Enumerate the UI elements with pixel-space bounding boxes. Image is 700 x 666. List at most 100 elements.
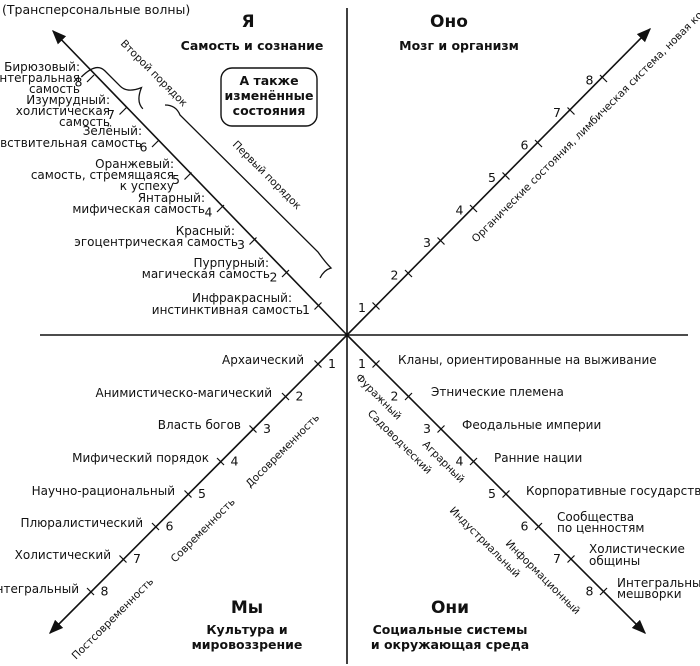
lr-level-8-line-2: мешворки — [617, 587, 682, 601]
lr-tick-3 — [437, 425, 445, 433]
ll-tick-number-2: 2 — [296, 389, 304, 404]
lower-left-diagonal-arrow — [48, 334, 348, 635]
second-order-label: Второй порядок — [118, 38, 190, 110]
lower-right-diagonal-arrow — [346, 334, 647, 635]
ll-level-4: Мифический порядок — [72, 451, 209, 465]
ul-level-1-line-2: инстинктивная самость — [152, 303, 303, 317]
altered-states-line-2: изменённые — [225, 88, 314, 103]
ul-tick-4 — [216, 204, 225, 213]
ul-tick-5 — [184, 172, 192, 180]
lr-tick-number-4: 4 — [456, 454, 464, 469]
era-postmodern: Постсовременность — [70, 576, 157, 663]
lr-tick-2 — [404, 392, 413, 401]
ur-tick-8 — [599, 74, 608, 83]
altered-states-line-3: состояния — [233, 103, 306, 118]
lr-level-3: Феодальные империи — [462, 418, 601, 432]
lr-tick-4 — [469, 457, 478, 466]
quadrant-subtitle-upper-right: Мозг и организм — [399, 38, 519, 53]
ll-tick-4 — [216, 457, 225, 466]
ul-level-5-line-3: к успеху — [120, 179, 174, 193]
ul-tick-7 — [119, 107, 127, 115]
lr-level-6-line-2: по ценностям — [557, 521, 644, 535]
ur-tick-number-5: 5 — [488, 170, 496, 185]
ul-tick-number-7: 7 — [107, 107, 115, 122]
lr-tick-5 — [502, 490, 510, 498]
ur-tick-5 — [502, 172, 510, 180]
lr-level-4: Ранние нации — [494, 451, 582, 465]
quadrant-title-lower-right: Они — [431, 598, 469, 618]
era-premodern: Досовременность — [244, 412, 322, 490]
lr-tick-number-8: 8 — [586, 584, 594, 599]
quadrant-subtitle-lower-left-2: мировоззрение — [192, 637, 303, 652]
second-order-brace — [80, 66, 144, 110]
ul-tick-8 — [86, 74, 95, 83]
ul-level-5-line-1: Оранжевый: — [95, 157, 174, 171]
upper-right-axis-label: Органические состояния, лимбическая сист… — [470, 0, 700, 245]
ul-level-3-line-1: Красный: — [176, 224, 235, 238]
upper-left-diagonal-arrow — [51, 29, 348, 336]
ul-level-3-line-2: эгоцентрическая самость — [74, 235, 238, 249]
ul-level-8-line-2: интегральная — [0, 71, 80, 85]
ul-level-1-line-1: Инфракрасный: — [192, 291, 292, 305]
ll-tick-6 — [151, 522, 160, 531]
era-modern: Современность — [169, 496, 238, 565]
lr-tick-number-5: 5 — [488, 486, 496, 501]
ul-level-8-line-1: Бирюзовый: — [4, 60, 80, 74]
first-order-brace — [164, 104, 333, 279]
lr-level-5: Корпоративные государства — [526, 484, 700, 498]
ll-tick-number-8: 8 — [101, 584, 109, 599]
ul-tick-1 — [314, 302, 322, 310]
ul-level-6-line-1: Зелёный: — [83, 124, 142, 138]
ur-tick-number-2: 2 — [391, 268, 399, 283]
ll-tick-7 — [119, 555, 127, 563]
ur-tick-1 — [372, 302, 380, 310]
quadrant-title-upper-left: Я — [241, 12, 254, 32]
quadrant-subtitle-lower-left-1: Культура и — [206, 622, 287, 637]
lr-tick-number-2: 2 — [391, 389, 399, 404]
quadrant-subtitle-lower-right-2: и окружающая среда — [371, 637, 529, 652]
ul-tick-2 — [281, 269, 290, 278]
ul-level-4-line-2: мифическая самость — [72, 202, 205, 216]
ul-level-6-line-2: чувствительная самость — [0, 136, 142, 150]
ll-tick-3 — [249, 425, 257, 433]
quadrant-title-upper-right: Оно — [430, 12, 468, 32]
ul-level-2-line-2: магическая самость — [142, 267, 270, 281]
ul-level-7-line-1: Изумрудный: — [26, 93, 110, 107]
ul-tick-number-1: 1 — [302, 302, 310, 317]
lr-level-7-line-2: общины — [589, 554, 640, 568]
ur-tick-6 — [534, 139, 543, 148]
lr-tick-7 — [567, 555, 575, 563]
ll-tick-number-6: 6 — [166, 519, 174, 534]
ul-tick-number-6: 6 — [140, 140, 148, 155]
ll-level-8: Интегральный — [0, 582, 79, 596]
ur-tick-number-6: 6 — [521, 138, 529, 153]
tick-marks — [86, 74, 608, 596]
ul-level-7-line-3: самость — [59, 115, 110, 129]
ur-tick-4 — [469, 204, 478, 213]
ll-tick-2 — [281, 392, 290, 401]
upper-left-levels: Инфракрасный: инстинктивная самость Пурп… — [0, 60, 303, 317]
lower-right-levels: Кланы, ориентированные на выживание Этни… — [398, 353, 700, 601]
quadrant-subtitle-lower-right-1: Социальные системы — [373, 622, 528, 637]
ll-level-2: Анимистическо-магический — [95, 386, 272, 400]
lr-tick-number-7: 7 — [553, 551, 561, 566]
ll-tick-1 — [314, 360, 322, 368]
ur-tick-number-1: 1 — [358, 300, 366, 315]
altered-states-line-1: А также — [239, 73, 298, 88]
ul-tick-number-2: 2 — [270, 270, 278, 285]
ul-tick-3 — [249, 237, 257, 245]
lr-tick-6 — [534, 522, 543, 531]
ll-tick-number-7: 7 — [133, 551, 141, 566]
ll-level-6: Плюралистический — [20, 516, 143, 530]
ul-level-5-line-2: самость, стремящаяся — [31, 168, 174, 182]
ur-tick-number-3: 3 — [423, 235, 431, 250]
ul-tick-number-4: 4 — [205, 205, 213, 220]
ll-level-5: Научно-рациональный — [32, 484, 175, 498]
altered-states-box: А также изменённые состояния — [220, 67, 318, 127]
ll-tick-8 — [86, 587, 95, 596]
ur-tick-3 — [437, 237, 445, 245]
ll-level-1: Архаический — [222, 353, 304, 367]
lr-level-6-line-1: Сообщества — [557, 510, 634, 524]
lr-tick-number-1: 1 — [358, 356, 366, 371]
